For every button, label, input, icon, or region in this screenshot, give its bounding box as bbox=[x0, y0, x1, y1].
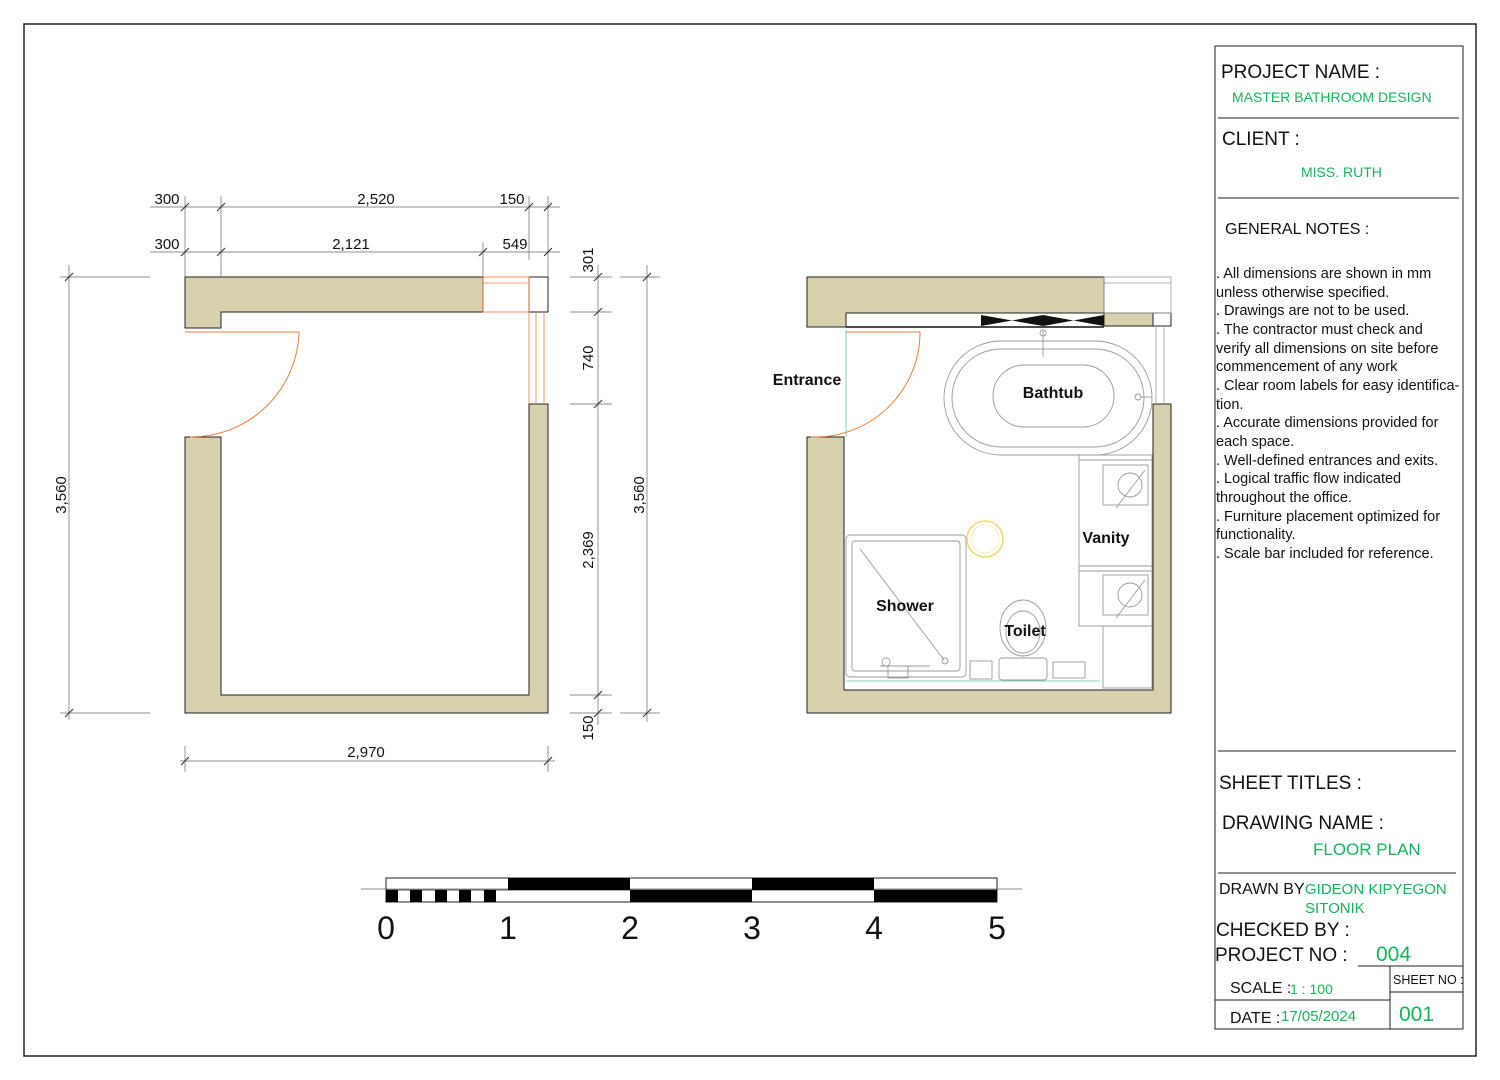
label-vanity: Vanity bbox=[1082, 530, 1129, 547]
note-line: . Clear room labels for easy identifica- bbox=[1216, 378, 1460, 394]
note-line: . Well-defined entrances and exits. bbox=[1216, 453, 1439, 469]
dim-right-2369: 2,369 bbox=[580, 531, 597, 569]
title-block-frame bbox=[1214, 45, 1464, 1030]
note-line: functionality. bbox=[1216, 527, 1296, 543]
sheet-titles-label: SHEET TITLES : bbox=[1219, 773, 1362, 794]
note-line: . Scale bar included for reference. bbox=[1216, 546, 1434, 562]
furnished-plan: Entrance Bathtub Vanity Shower Toilet bbox=[773, 276, 1172, 714]
scale-bar: 0 1 2 3 4 5 bbox=[361, 877, 1022, 946]
drawn-by-value-line2: SITONIK bbox=[1305, 900, 1365, 917]
scale-label-1: 1 bbox=[499, 910, 517, 946]
dim-top1-b: 2,520 bbox=[357, 191, 395, 208]
project-no-label: PROJECT NO : bbox=[1215, 945, 1348, 966]
sheet-no-label: SHEET NO : bbox=[1393, 973, 1464, 987]
note-line: verify all dimensions on site before bbox=[1216, 341, 1439, 357]
dimension-ticks bbox=[64, 202, 652, 766]
label-entrance: Entrance bbox=[773, 372, 842, 389]
wall-pier bbox=[1152, 312, 1172, 327]
checked-by-label: CHECKED BY : bbox=[1216, 920, 1350, 941]
scale-label-4: 4 bbox=[865, 910, 883, 946]
label-shower: Shower bbox=[876, 598, 934, 615]
label-bathtub: Bathtub bbox=[1023, 385, 1084, 402]
drawing-name-label: DRAWING NAME : bbox=[1222, 813, 1384, 834]
project-name-label: PROJECT NAME : bbox=[1221, 62, 1381, 83]
dim-top2-c: 549 bbox=[502, 236, 527, 253]
label-toilet: Toilet bbox=[1004, 623, 1046, 640]
date-value: 17/05/2024 bbox=[1281, 1008, 1357, 1025]
note-line: . Accurate dimensions provided for bbox=[1216, 415, 1439, 431]
general-notes-label: GENERAL NOTES : bbox=[1225, 221, 1370, 238]
project-no-value: 004 bbox=[1376, 943, 1412, 966]
scale-bar-labels: 0 1 2 3 4 5 bbox=[377, 910, 1006, 946]
wall bbox=[1103, 312, 1154, 327]
note-line: throughout the office. bbox=[1216, 490, 1352, 506]
dim-right-740: 740 bbox=[580, 345, 597, 370]
note-line: . Drawings are not to be used. bbox=[1216, 303, 1410, 319]
shower bbox=[845, 534, 967, 679]
wall-pier bbox=[528, 276, 549, 313]
toilet bbox=[969, 599, 1086, 681]
dim-top1-c: 150 bbox=[499, 191, 524, 208]
note-line: tion. bbox=[1216, 397, 1244, 413]
dim-top1-a: 300 bbox=[154, 191, 179, 208]
sheet-border bbox=[23, 23, 1477, 1057]
dimension-labels: 300 2,520 150 300 2,121 549 3,560 301 74… bbox=[53, 191, 648, 761]
dim-top2-a: 300 bbox=[154, 236, 179, 253]
vanity bbox=[1078, 454, 1153, 689]
dim-bottom-total: 2,970 bbox=[347, 744, 385, 761]
note-line: . All dimensions are shown in mm bbox=[1216, 266, 1432, 282]
dim-left-total: 3,560 bbox=[53, 476, 70, 514]
scale-label-0: 0 bbox=[377, 910, 395, 946]
scale-label: SCALE : bbox=[1230, 980, 1292, 997]
dim-top2-b: 2,121 bbox=[332, 236, 370, 253]
drawing-name-value: FLOOR PLAN bbox=[1313, 840, 1421, 859]
dimension-lines bbox=[60, 196, 660, 772]
wall bbox=[184, 403, 549, 714]
window bbox=[482, 276, 545, 404]
led-strip bbox=[846, 315, 1104, 328]
dim-right-total: 3,560 bbox=[631, 476, 648, 514]
note-line: commencement of any work bbox=[1216, 359, 1398, 375]
dim-right-301: 301 bbox=[580, 247, 597, 272]
note-line: unless otherwise specified. bbox=[1216, 285, 1390, 301]
project-name-value: MASTER BATHROOM DESIGN bbox=[1232, 89, 1432, 105]
scale-value: 1 : 100 bbox=[1290, 981, 1333, 997]
client-label: CLIENT : bbox=[1222, 129, 1300, 150]
scale-label-2: 2 bbox=[621, 910, 639, 946]
drawn-by-label: DRAWN BY bbox=[1219, 881, 1305, 898]
drawn-by-value-line1: GIDEON KIPYEGON bbox=[1305, 881, 1447, 898]
note-line: . Logical traffic flow indicated bbox=[1216, 471, 1402, 487]
date-label: DATE : bbox=[1230, 1010, 1281, 1027]
note-line: . Furniture placement optimized for bbox=[1216, 509, 1441, 525]
client-value: MISS. RUTH bbox=[1301, 164, 1382, 180]
scale-label-3: 3 bbox=[743, 910, 761, 946]
bathtub bbox=[943, 329, 1153, 456]
dim-right-150: 150 bbox=[580, 715, 597, 740]
sheet-no-value: 001 bbox=[1399, 1003, 1435, 1026]
note-line: . The contractor must check and bbox=[1216, 322, 1423, 338]
note-line: each space. bbox=[1216, 434, 1295, 450]
door-swing bbox=[185, 331, 300, 438]
dimension-plan: 300 2,520 150 300 2,121 549 3,560 301 74… bbox=[53, 191, 660, 772]
wall bbox=[184, 276, 484, 329]
light-fixture bbox=[966, 520, 1004, 558]
room-labels: Entrance Bathtub Vanity Shower Toilet bbox=[773, 372, 1130, 640]
door-swing bbox=[810, 331, 921, 438]
window bbox=[1103, 276, 1172, 404]
scale-label-5: 5 bbox=[988, 910, 1006, 946]
wall bbox=[806, 403, 1172, 714]
